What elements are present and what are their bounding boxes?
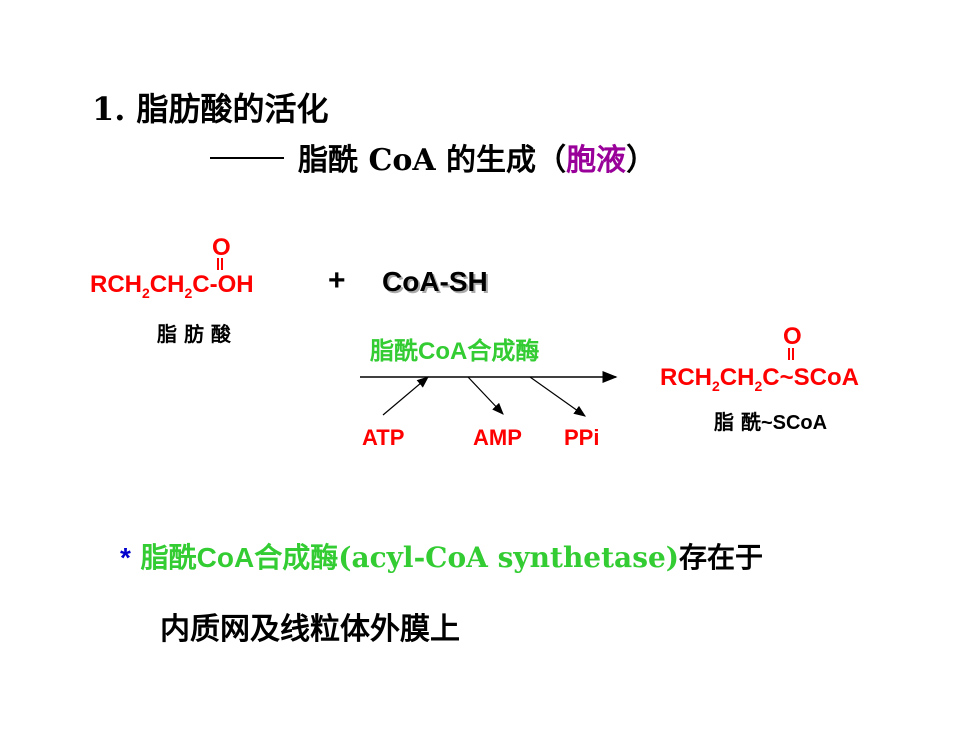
formula-part: C	[762, 364, 780, 391]
cofactor-amp: AMP	[473, 425, 522, 450]
note-line-1: * 脂酰CoA合成酶(acyl-CoA synthetase)存在于	[120, 536, 763, 576]
cofactor-atp: ATP	[362, 425, 405, 450]
formula-part: CH	[149, 271, 185, 298]
subtitle-main: 脂酰 CoA 的生成	[298, 143, 537, 178]
subtitle-location: 胞液	[566, 143, 627, 178]
product-name-cn: 脂 酰	[714, 410, 761, 434]
coenzyme-formula: CoA-SH	[382, 266, 488, 297]
product-name: 脂 酰~SCoA	[714, 406, 827, 435]
formula-part: ~SCoA	[779, 364, 859, 391]
enzyme-coa: CoA	[418, 338, 468, 365]
paren-close: ）	[626, 143, 657, 178]
formula-part: CH	[719, 364, 755, 391]
formula-subscript: 2	[712, 378, 720, 394]
enzyme-pre: 脂酰	[370, 336, 418, 365]
cofactor-ppi: PPi	[564, 425, 600, 450]
formula-part: C-OH	[192, 271, 254, 298]
ppi-out-arrow	[529, 376, 586, 417]
reactant-formula: RCH2CH2C-OH	[90, 271, 254, 301]
formula-subscript: 2	[142, 285, 150, 301]
reactant-name: 脂 肪 酸	[157, 322, 231, 346]
note-enzyme-pre: 脂酰	[140, 541, 197, 574]
paren-open: （	[536, 143, 567, 178]
note-line-2: 内质网及线粒体外膜上	[160, 612, 460, 647]
formula-subscript: 2	[754, 378, 763, 394]
product-name-suffix: ~SCoA	[760, 412, 828, 434]
enzyme-label: 脂酰CoA合成酶	[370, 331, 539, 366]
note-tail: 存在于	[679, 541, 764, 574]
reactant-oxygen: O	[212, 234, 231, 261]
formula-subscript: 2	[184, 285, 193, 301]
formula-part: RCH	[660, 364, 712, 391]
formula-part: RCH	[90, 271, 142, 298]
atp-in-arrow	[382, 376, 429, 416]
slide-subtitle: 脂酰 CoA 的生成（胞液）	[210, 135, 656, 179]
note-enzyme-post: 合成酶(acyl-CoA synthetase)	[254, 541, 680, 574]
slide-title: 1. 脂肪酸的活化	[92, 90, 329, 128]
em-dash-line	[210, 157, 284, 159]
product-oxygen: O	[783, 323, 802, 350]
note-enzyme-coa: CoA	[196, 542, 255, 573]
plus-sign: +	[328, 264, 346, 297]
amp-out-arrow	[467, 376, 504, 415]
reactant-double-bond	[217, 258, 223, 270]
enzyme-post: 合成酶	[467, 336, 540, 365]
product-double-bond	[788, 348, 794, 360]
product-formula: RCH2CH2C~SCoA	[660, 364, 859, 394]
bullet-star: *	[120, 542, 131, 573]
